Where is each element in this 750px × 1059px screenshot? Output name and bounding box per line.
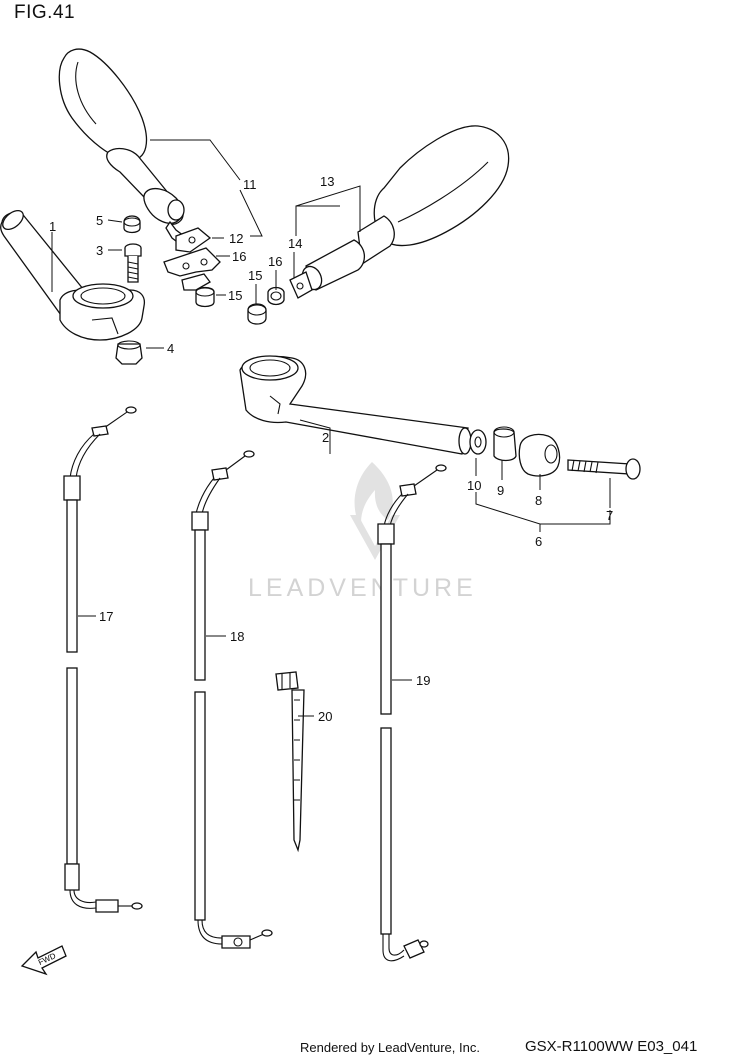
callout-10[interactable]: 10: [467, 478, 481, 493]
watermark-logo: [350, 462, 400, 560]
callout-12[interactable]: 12: [229, 231, 243, 246]
part-3-bolt[interactable]: [124, 243, 142, 283]
part-15-nut-left[interactable]: [195, 286, 215, 308]
part-15-nut-right[interactable]: [247, 303, 267, 325]
callout-18[interactable]: 18: [230, 629, 244, 644]
footer-rendered-by: Rendered by LeadVenture, Inc.: [300, 1040, 480, 1055]
callout-7[interactable]: 7: [606, 508, 613, 523]
callout-15a[interactable]: 15: [228, 288, 242, 303]
callout-11[interactable]: 11: [243, 177, 257, 192]
part-19-clutch-cable[interactable]: [377, 464, 447, 962]
part-5-cap[interactable]: [123, 215, 141, 234]
part-18-throttle-cable[interactable]: [191, 450, 273, 949]
part-20-cable-tie[interactable]: [275, 671, 305, 853]
part-16-mirror-bracket-right[interactable]: [267, 286, 285, 306]
callout-17[interactable]: 17: [99, 609, 113, 624]
callout-2[interactable]: 2: [322, 430, 329, 445]
callout-labels: 1 2 3 4 5 6 7 8 9 10 11 12 13 14 15 15 1…: [49, 174, 613, 724]
callout-8[interactable]: 8: [535, 493, 542, 508]
footer-diagram-code: GSX-R1100WW E03_041: [525, 1038, 698, 1055]
callout-9[interactable]: 9: [497, 483, 504, 498]
watermark-text: LEADVENTURE: [248, 574, 477, 602]
fwd-arrow-icon: FWD: [20, 945, 67, 976]
callout-19[interactable]: 19: [416, 673, 430, 688]
callout-15b[interactable]: 15: [248, 268, 262, 283]
callout-20[interactable]: 20: [318, 709, 332, 724]
callout-16a[interactable]: 16: [232, 249, 246, 264]
callout-14[interactable]: 14: [288, 236, 302, 251]
callout-4[interactable]: 4: [167, 341, 174, 356]
part-1-left-handlebar[interactable]: [0, 207, 146, 341]
callout-1[interactable]: 1: [49, 219, 56, 234]
part-13-right-mirror[interactable]: [289, 125, 510, 299]
part-7-bar-end-screw[interactable]: [567, 458, 641, 480]
part-12-mirror-adapter[interactable]: [175, 227, 212, 253]
callout-13[interactable]: 13: [320, 174, 334, 189]
figure-title: FIG.41: [14, 2, 76, 23]
leader-lines: [51, 139, 611, 717]
part-10-washer[interactable]: [469, 429, 487, 455]
part-17-throttle-cable[interactable]: [63, 406, 143, 913]
part-2-right-handlebar[interactable]: [239, 355, 472, 455]
part-8-bar-end-weight[interactable]: [518, 433, 561, 477]
part-16-mirror-bracket-left[interactable]: [163, 247, 221, 291]
callout-6[interactable]: 6: [535, 534, 542, 549]
part-4-collar[interactable]: [115, 340, 143, 365]
callout-16b[interactable]: 16: [268, 254, 282, 269]
part-11-left-mirror[interactable]: [58, 48, 185, 245]
callout-3[interactable]: 3: [96, 243, 103, 258]
callout-5[interactable]: 5: [96, 213, 103, 228]
part-9-spacer[interactable]: [493, 426, 517, 462]
